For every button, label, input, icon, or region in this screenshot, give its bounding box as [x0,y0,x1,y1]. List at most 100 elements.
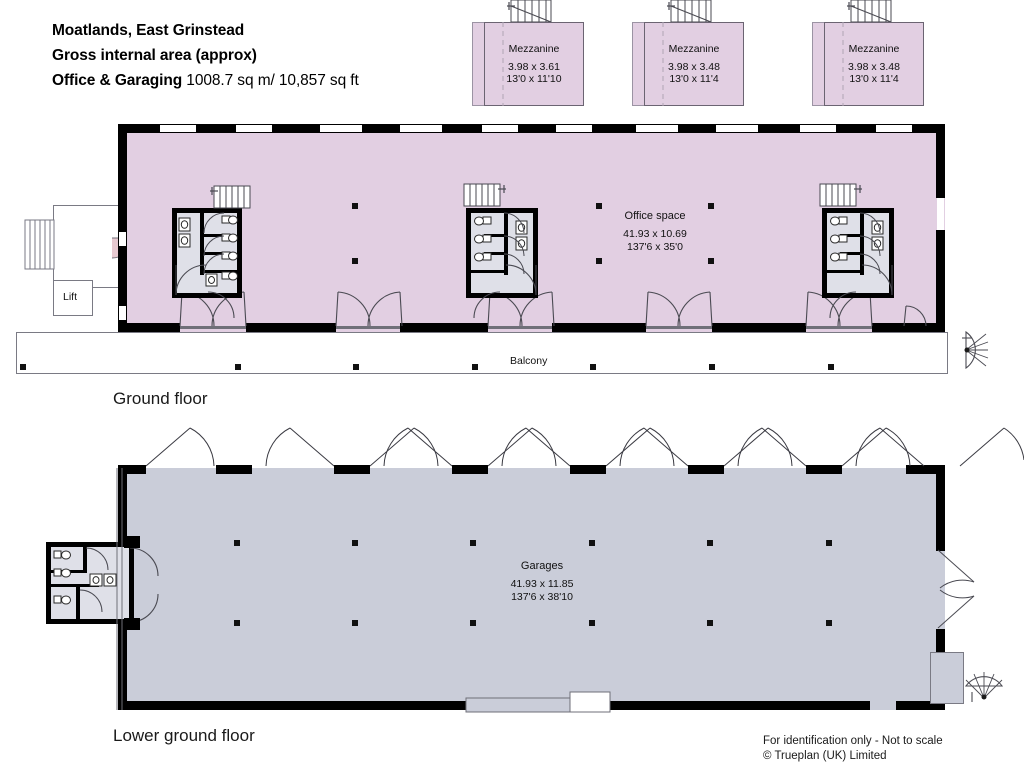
wc-right-basins [871,220,884,251]
wc-mid-lower-door [473,291,501,319]
garage-floor-area [118,468,945,710]
mezzanine-3-imperial: 13'0 x 11'4 [849,73,899,85]
office-wall-top [118,124,945,133]
garage-wall-bottom-1 [118,701,470,710]
office-space-imperial: 137'6 x 35'0 [627,241,683,253]
mezzanine-2-name: Mezzanine [668,43,720,55]
mezzanine-1-name: Mezzanine [508,43,560,55]
balcony-post-5 [590,364,596,370]
wc-left-partition-3 [204,252,224,255]
garages-imperial: 137'6 x 38'10 [511,591,573,603]
office-column-3 [596,203,602,209]
balcony-door-swings [179,291,927,327]
area-summary: Office & Garaging 1008.7 sq m/ 10,857 sq… [52,68,512,93]
garage-wall-top-4 [452,465,488,474]
office-window-top-6 [556,125,592,132]
mezzanine-box-2: Mezzanine 3.98 x 3.48 13'0 x 11'4 [644,22,744,106]
mezzanine-stair-icon-1 [507,0,552,23]
office-wall-bottom-6 [872,323,945,332]
garage-wall-top-1 [118,465,146,474]
mezzanine-stair-icon-3 [847,0,892,23]
wc-left-basin-small [205,273,218,287]
lower-ground-floor-caption: Lower ground floor [113,726,255,745]
garage-bottom-projection [465,691,611,713]
garage-bottom-opening-2 [870,701,896,710]
wc-right-entry-door [861,264,893,296]
wc-mid-entry-door [505,264,537,296]
wc-left-stair-icon [210,185,251,209]
mezzanine-3-name: Mezzanine [848,43,900,55]
wc-mid-stair-icon [463,183,506,207]
mezzanine-2-imperial: 13'0 x 11'4 [669,73,719,85]
lower-wc-door-swings [79,547,109,613]
area-summary-value: 1008.7 sq m/ 10,857 sq ft [186,72,359,89]
title-block: Moatlands, East Grinstead Gross internal… [52,18,512,93]
balcony-post-2 [235,364,241,370]
garage-wall-top-7 [806,465,842,474]
balcony-post-4 [472,364,478,370]
garage-column-12 [826,620,832,626]
wc-mid-partition-3 [484,252,504,255]
office-window-top-5 [482,125,518,132]
garage-wall-bottom-2 [570,701,870,710]
footer-disclaimer: For identification only - Not to scale [763,735,943,747]
garage-column-5 [707,540,713,546]
ground-floor-caption: Ground floor [113,389,208,408]
balcony-area [16,332,948,374]
wc-right-fixtures [830,216,848,262]
office-window-top-1 [160,125,196,132]
office-column-5 [708,203,714,209]
office-space-metric: 41.93 x 10.69 [623,228,687,240]
garage-column-4 [589,540,595,546]
office-wall-bottom-5 [712,323,806,332]
area-subtitle: Gross internal area (approx) [52,47,257,64]
garage-wall-top-8 [906,465,945,474]
garages-label: Garages 41.93 x 11.85 137'6 x 38'10 [442,560,642,604]
garage-wall-top-2 [216,465,252,474]
mezzanine-3-metric: 3.98 x 3.48 [848,61,900,73]
wc-mid-fixtures [474,216,492,262]
wc-left-basins [178,217,191,248]
office-window-top-8 [716,125,758,132]
lift-box [53,280,93,316]
lower-wc-entry-doors [129,547,159,623]
office-wall-bottom-1 [118,323,180,332]
ground-spiral-stair-icon [962,330,989,370]
office-wall-thin-3 [488,326,552,329]
office-window-top-9 [800,125,836,132]
garage-bottom-right-box [930,652,964,704]
wc-left-door-swings [203,212,225,275]
office-wall-left-2 [118,184,127,232]
area-summary-label: Office & Garaging [52,72,183,89]
lift-label: Lift [63,291,78,303]
ground-floor-plan: Lift [0,110,1024,395]
lower-wc-partition-2 [51,584,99,587]
lower-ground-floor-plan: Garages 41.93 x 11.85 137'6 x 38'10 [0,420,1024,720]
mezzanine-box-1: Mezzanine 3.98 x 3.61 13'0 x 11'10 [484,22,584,106]
office-window-top-10 [876,125,912,132]
balcony-post-6 [709,364,715,370]
wc-left-partition-2 [204,234,224,237]
wc-right-partition-2 [840,234,860,237]
lower-wc-column-top [124,536,140,548]
lower-wc-partition-3 [83,547,87,573]
wc-right-partition-4 [827,270,864,273]
mezzanine-1-imperial: 13'0 x 11'10 [506,73,562,85]
office-column-4 [596,258,602,264]
mezzanine-dash-2 [662,22,664,106]
garage-column-8 [352,620,358,626]
garage-column-10 [589,620,595,626]
lower-spiral-stair-icon [964,672,1004,702]
garage-wall-bottom-3 [896,701,945,710]
garage-wall-top-5 [570,465,606,474]
office-wall-bottom-3 [400,323,488,332]
office-wall-right-2 [936,230,945,332]
garage-wall-top-6 [688,465,724,474]
lower-wc-basins [89,573,117,587]
footer-copyright: © Trueplan (UK) Limited [763,750,887,762]
garage-column-1 [234,540,240,546]
garages-metric: 41.93 x 11.85 [510,578,574,590]
garage-column-9 [470,620,476,626]
mezzanine-dash-3 [842,22,844,106]
